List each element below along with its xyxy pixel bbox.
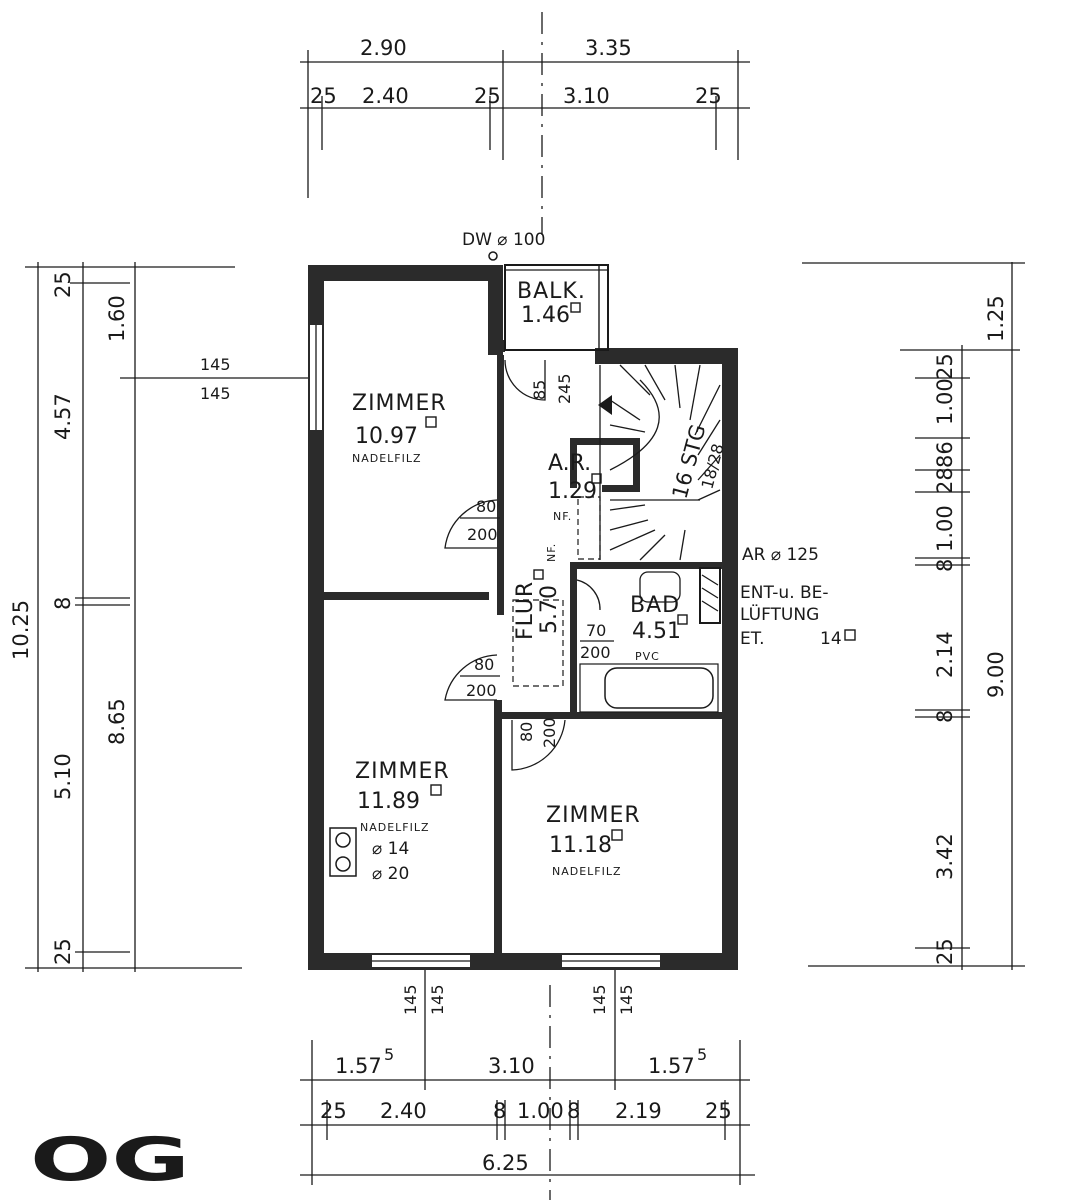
left-dim-8-65: 8.65 — [105, 698, 129, 745]
top-dim-inner-3: 25 — [474, 84, 501, 108]
right-dim-1-00-a: 1.00 — [933, 378, 957, 425]
zimmer-3-area: 11.18 — [549, 833, 612, 858]
door-z3-width: 80 — [517, 722, 536, 742]
right-dim-8-b: 8 — [933, 710, 957, 723]
door-z1-height: 200 — [467, 525, 498, 544]
flur-area: 5.70 — [537, 585, 562, 634]
bad-area: 4.51 — [632, 619, 681, 644]
left-dim-25-bottom: 25 — [51, 938, 75, 965]
balk-area: 1.46 — [521, 303, 570, 328]
note-et: ET. — [740, 629, 765, 649]
right-dim-1-25: 1.25 — [984, 295, 1008, 342]
door-swings — [444, 359, 601, 771]
zimmer-2-pipe-1: ⌀ 14 — [372, 839, 409, 859]
bottom-window-1: 145 — [401, 984, 420, 1015]
top-dim-inner-2: 2.40 — [362, 84, 409, 108]
bottom-row1-2: 3.10 — [488, 1054, 535, 1078]
door-bad-height: 200 — [580, 643, 611, 662]
bottom-window-4: 145 — [617, 984, 636, 1015]
door-top-height: 245 — [555, 373, 574, 404]
bottom-row2-7: 25 — [705, 1099, 732, 1123]
note-downpipe: DW ⌀ 100 — [462, 230, 545, 250]
bottom-dimension-chain: 1.57 5 3.10 1.57 5 25 2.40 8 1.00 8 2.19… — [300, 970, 755, 1200]
bottom-row2-1: 25 — [320, 1099, 347, 1123]
top-dim-inner-4: 3.10 — [563, 84, 610, 108]
zimmer-1-name: ZIMMER — [352, 391, 447, 416]
bottom-row2-5: 8 — [567, 1099, 580, 1123]
note-ventilation-1: ENT-u. BE- — [740, 583, 829, 603]
left-dim-5-10: 5.10 — [51, 753, 75, 800]
flur-floor: NF. — [545, 543, 558, 562]
note-et-value: 14 — [820, 629, 842, 649]
zimmer-3-floor: NADELFILZ — [552, 865, 622, 878]
zimmer-2-name: ZIMMER — [355, 759, 450, 784]
left-dim-8: 8 — [51, 597, 75, 610]
right-dim-3-42: 3.42 — [933, 833, 957, 880]
note-ventilation-2: LÜFTUNG — [740, 603, 819, 625]
bottom-total: 6.25 — [482, 1151, 529, 1175]
left-dim-4-57: 4.57 — [51, 393, 75, 440]
balcony — [488, 251, 609, 351]
ar-name: A.R. — [548, 451, 591, 476]
bottom-row1-1: 1.57 — [335, 1054, 382, 1078]
right-dimension-chain: 1.25 1.00 25 86 28 8 1.00 8 2.14 9.00 8 … — [802, 262, 1025, 970]
floor-label: OG — [30, 1125, 190, 1195]
walls — [308, 265, 738, 970]
bad-floor: PVC — [635, 650, 660, 663]
left-dim-25-top: 25 — [51, 271, 75, 298]
right-dim-25-bottom: 25 — [933, 938, 957, 965]
door-top-width: 85 — [530, 380, 549, 400]
bottom-row2-2: 2.40 — [380, 1099, 427, 1123]
zimmer-2-floor: NADELFILZ — [360, 821, 430, 834]
zimmer-2-pipe-2: ⌀ 20 — [372, 864, 409, 884]
right-dim-2-14: 2.14 — [933, 631, 957, 678]
top-dim-outer-left: 2.90 — [360, 36, 407, 60]
staircase: 16 STG 18/28 — [598, 364, 728, 561]
bottom-row2-6: 2.19 — [615, 1099, 662, 1123]
door-z2-height: 200 — [466, 681, 497, 700]
left-dim-10-25: 10.25 — [9, 600, 33, 660]
right-dim-8-a: 8 — [933, 559, 957, 572]
left-window-height-1: 145 — [200, 355, 231, 374]
flur-name: FLUR — [513, 581, 538, 640]
door-z1-width: 80 — [476, 497, 496, 516]
bottom-row1-3-sup: 5 — [697, 1045, 707, 1064]
left-window-height-2: 145 — [200, 384, 231, 403]
bottom-window-2: 145 — [428, 984, 447, 1015]
bathroom-fixtures — [329, 571, 719, 877]
right-dim-9-00: 9.00 — [984, 651, 1008, 698]
right-dim-25: 25 — [933, 353, 957, 380]
door-bad-width: 70 — [586, 621, 606, 640]
left-dimension-chain: 25 1.60 4.57 8 5.10 8.65 10.25 25 145 14… — [9, 262, 318, 972]
zimmer-1-area: 10.97 — [355, 424, 418, 449]
bottom-window-3: 145 — [590, 984, 609, 1015]
bottom-row2-3: 8 — [493, 1099, 506, 1123]
right-dim-1-00-b: 1.00 — [933, 505, 957, 552]
balk-name: BALK. — [517, 279, 586, 304]
right-dim-28: 28 — [933, 467, 957, 494]
top-dim-outer-right: 3.35 — [585, 36, 632, 60]
zimmer-2-area: 11.89 — [357, 789, 420, 814]
ar-area: 1.29 — [548, 479, 597, 504]
zimmer-3-name: ZIMMER — [546, 803, 641, 828]
door-z3-height: 200 — [540, 717, 559, 748]
ar-floor: NF. — [553, 510, 572, 523]
right-dim-86: 86 — [933, 441, 957, 468]
bottom-row2-4: 1.00 — [517, 1099, 564, 1123]
door-z2-width: 80 — [474, 655, 494, 674]
zimmer-1-floor: NADELFILZ — [352, 452, 422, 465]
top-dim-inner-5: 25 — [695, 84, 722, 108]
top-dimension-chain: 2.90 3.35 25 2.40 25 3.10 25 — [300, 12, 750, 235]
bottom-row1-1-sup: 5 — [384, 1045, 394, 1064]
bottom-row1-3: 1.57 — [648, 1054, 695, 1078]
left-dim-1-60: 1.60 — [105, 295, 129, 342]
bad-name: BAD — [630, 593, 680, 618]
note-ar-duct: AR ⌀ 125 — [742, 545, 819, 565]
downpipe-icon — [488, 251, 498, 261]
top-dim-inner-1: 25 — [310, 84, 337, 108]
